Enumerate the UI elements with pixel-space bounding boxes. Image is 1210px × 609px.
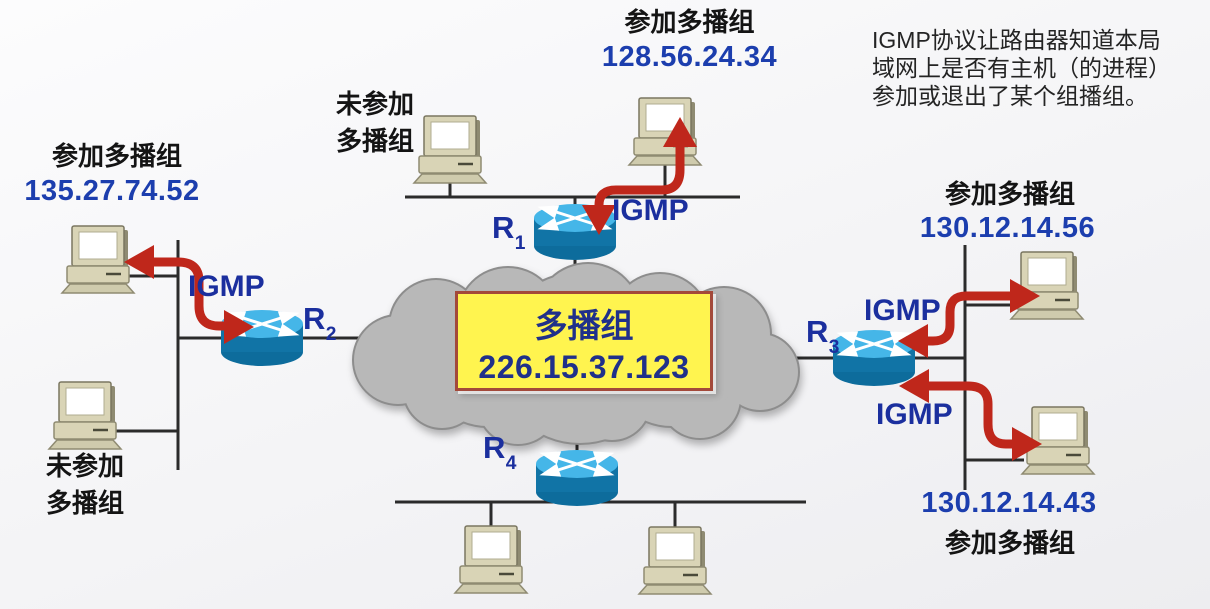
igmp-label-r3-bottom: IGMP	[876, 398, 953, 431]
multicast-group-title: 多播组	[534, 307, 634, 344]
router-label-r1: R1	[492, 210, 526, 254]
router-label-r3: R3	[806, 314, 840, 358]
router-label-r1-base: R	[492, 210, 515, 245]
igmp-arrows	[124, 117, 1042, 461]
multicast-group-address: 226.15.37.123	[478, 349, 690, 385]
router-label-r3-base: R	[806, 314, 829, 349]
computer-icon-left-nonmember	[47, 380, 123, 451]
igmp-note-line2: 域网上是否有主机（的进程）	[872, 55, 1171, 81]
host-left-ip: 135.27.74.52	[24, 175, 200, 207]
router-label-r4-sub: 4	[505, 452, 517, 474]
router-label-r2-sub: 2	[325, 323, 337, 345]
igmp-note: IGMP协议让路由器知道本局 域网上是否有主机（的进程） 参加或退出了某个组播组…	[872, 26, 1210, 110]
router-label-r4: R4	[483, 430, 517, 474]
multicast-group-box: 多播组 226.15.37.123	[455, 291, 713, 391]
computer-icon-bottom-2	[637, 525, 713, 596]
igmp-note-line3: 参加或退出了某个组播组。	[872, 83, 1148, 109]
host-top-ip: 128.56.24.34	[601, 41, 778, 73]
igmp-arrow-r3-bottom	[899, 369, 1042, 461]
router-label-r4-base: R	[483, 430, 506, 465]
router-icon-r4	[534, 448, 620, 508]
host-right-bottom-ip: 130.12.14.43	[921, 487, 1097, 519]
host-right-top-ip: 130.12.14.56	[919, 212, 1096, 244]
computer-icon-right-top	[1009, 250, 1085, 321]
host-left-status: 参加多播组	[51, 141, 182, 171]
igmp-note-line1: IGMP协议让路由器知道本局	[872, 27, 1161, 53]
router-label-r2-base: R	[303, 301, 326, 336]
router-label-r1-sub: 1	[514, 232, 526, 254]
igmp-arrow-r2	[124, 245, 254, 344]
computer-icon-bottom-1	[453, 524, 529, 595]
host-right-top-status: 参加多播组	[944, 179, 1075, 209]
computer-icon-top-member	[627, 96, 703, 167]
igmp-label-r1: IGMP	[612, 194, 689, 227]
host-right-bottom-status: 参加多播组	[944, 528, 1075, 558]
router-label-r3-sub: 3	[828, 336, 840, 358]
router-label-r2: R2	[303, 301, 337, 345]
igmp-label-r3-top: IGMP	[864, 294, 941, 327]
igmp-arrow-r3-top	[898, 279, 1040, 358]
computer-icon-left-member	[60, 224, 136, 295]
host-top-nonmember-status: 未参加 多播组	[335, 89, 414, 156]
host-left-nonmember-status: 未参加 多播组	[45, 451, 124, 518]
igmp-arrow-r1	[582, 117, 697, 235]
igmp-label-r2: IGMP	[188, 270, 265, 303]
host-top-status: 参加多播组	[624, 7, 755, 37]
